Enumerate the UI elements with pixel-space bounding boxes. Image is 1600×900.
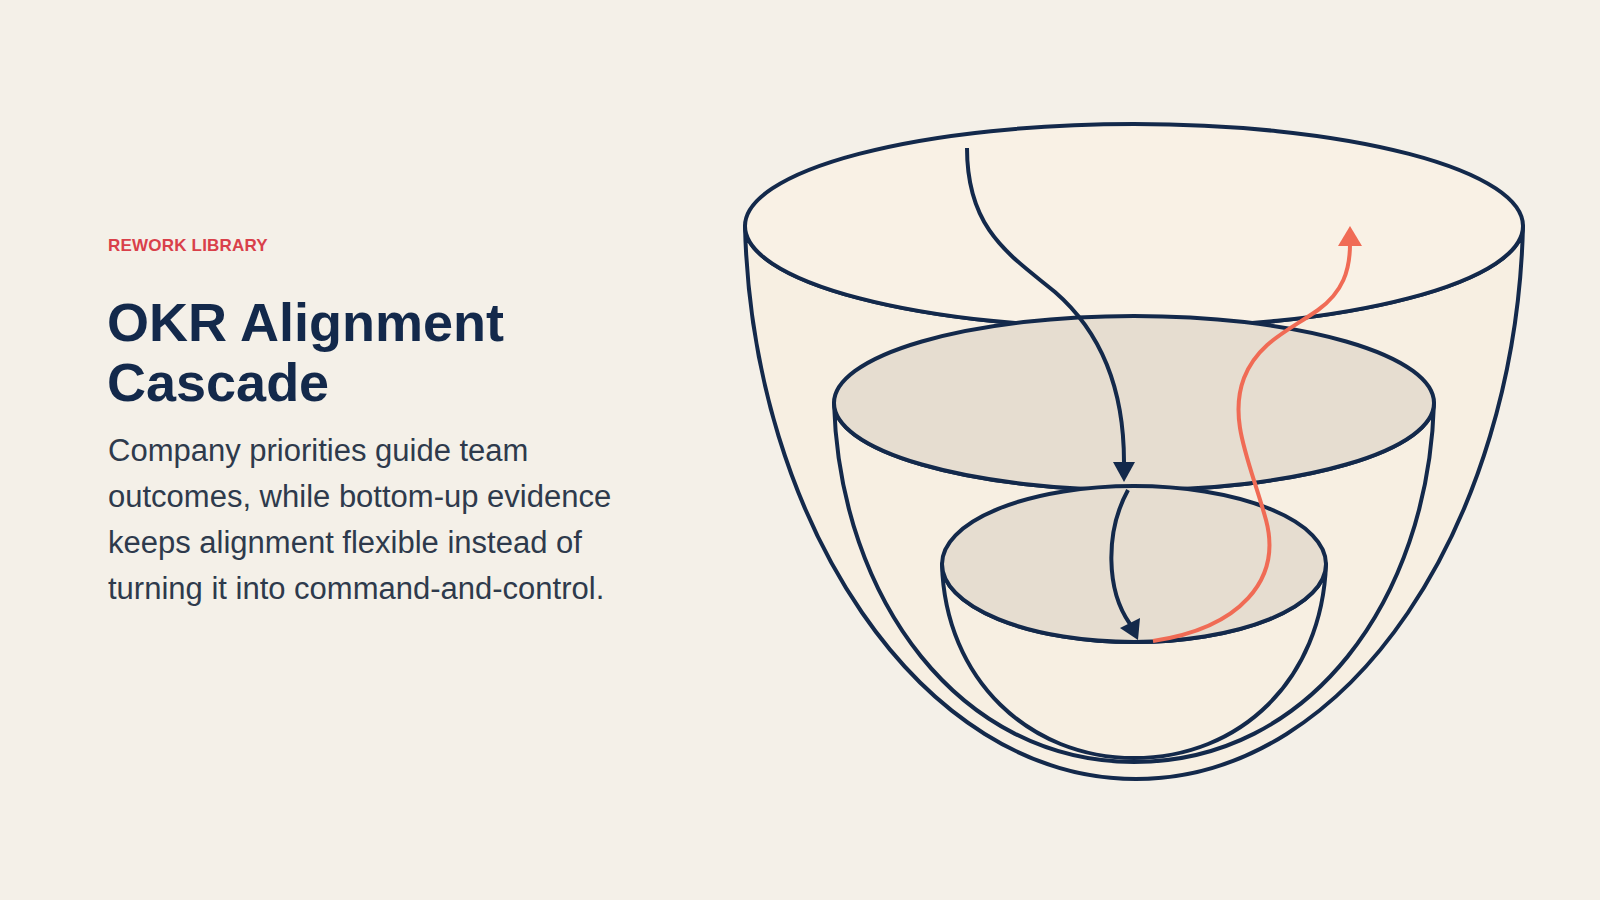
top-down-arrow <box>1111 490 1130 624</box>
outer-rim <box>745 124 1523 328</box>
page-caption: Company priorities guide team outcomes, … <box>108 428 668 612</box>
arrowhead <box>1338 226 1362 246</box>
arrowhead <box>1113 462 1135 482</box>
top-down-arrow <box>967 148 1124 462</box>
page-title: OKR Alignment Cascade <box>107 292 667 412</box>
arrowhead <box>1120 618 1140 640</box>
middle-rim <box>834 316 1434 490</box>
eyebrow-label: REWORK LIBRARY <box>108 236 268 256</box>
bottom-up-arrow <box>1153 244 1350 641</box>
